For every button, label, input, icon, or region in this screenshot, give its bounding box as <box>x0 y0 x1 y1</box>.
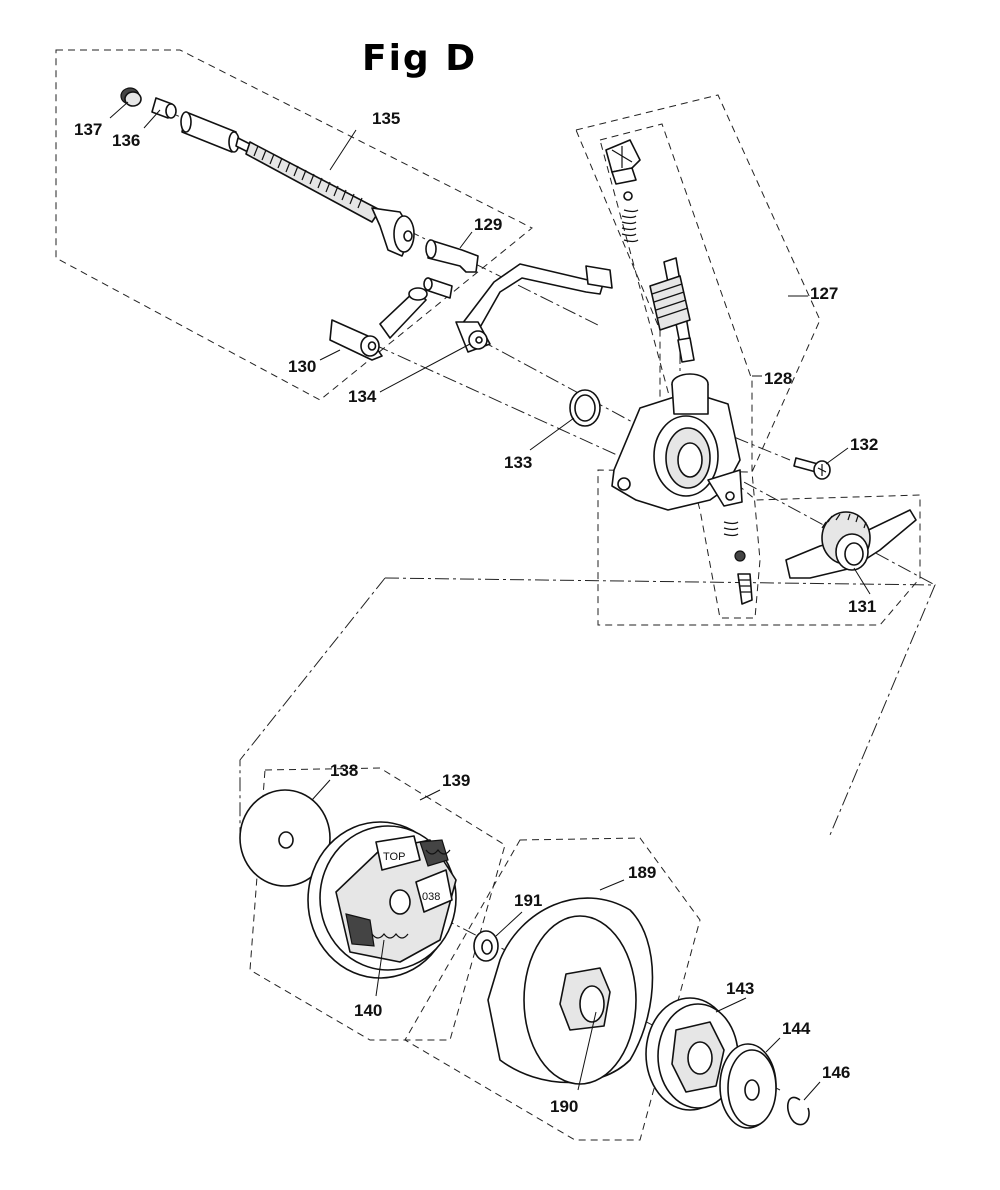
axis-frame-right <box>384 577 936 836</box>
part-135-worm-shaft <box>180 111 415 257</box>
label-144: 144 <box>782 1019 811 1038</box>
label-129: 129 <box>474 215 502 234</box>
label-134: 134 <box>348 387 377 406</box>
label-136: 136 <box>112 131 140 150</box>
part-128-pump-housing <box>611 373 743 511</box>
part-133-o-ring <box>569 389 601 427</box>
leader-lines <box>109 101 871 1101</box>
part-130-lever <box>329 287 428 361</box>
label-191: 191 <box>514 891 542 910</box>
figure-title: Fig D <box>362 38 477 79</box>
label-139: 139 <box>442 771 470 790</box>
label-135: 135 <box>372 109 400 128</box>
part-128-pump-cap <box>605 139 641 243</box>
label-137: 137 <box>74 120 102 139</box>
axis-132 <box>711 427 791 461</box>
group-boundaries <box>55 49 921 1141</box>
part-131-gear-plate <box>785 509 917 579</box>
part-labels: 137 136 135 129 130 134 133 127 128 132 … <box>74 109 878 1116</box>
part-143-sprocket <box>645 997 739 1111</box>
part-144-washer <box>719 1043 777 1129</box>
label-130: 130 <box>288 357 316 376</box>
part-191-washer <box>473 930 499 962</box>
part-132-screw <box>793 457 831 480</box>
label-133: 133 <box>504 453 532 472</box>
axis-frame-left <box>239 577 386 840</box>
part-128-valve <box>723 521 753 605</box>
part-129-fitting <box>423 239 479 299</box>
part-137-cap <box>120 87 142 107</box>
part-139-clutch: TOP 038 <box>307 821 457 979</box>
group-135-boundary <box>55 49 533 401</box>
label-127: 127 <box>810 284 838 303</box>
label-189: 189 <box>628 863 656 882</box>
label-128: 128 <box>764 369 792 388</box>
part-146-e-clip <box>787 1096 810 1126</box>
part-128-pump-gear <box>649 257 695 363</box>
part-138-washer <box>239 789 331 887</box>
stamp-code: 038 <box>422 891 440 903</box>
label-143: 143 <box>726 979 754 998</box>
label-138: 138 <box>330 761 358 780</box>
label-131: 131 <box>848 597 876 616</box>
label-146: 146 <box>822 1063 850 1082</box>
label-190: 190 <box>550 1097 578 1116</box>
axis-130 <box>374 344 651 471</box>
label-132: 132 <box>850 435 878 454</box>
part-134-oil-tube <box>455 263 613 353</box>
stamp-top: TOP <box>383 851 405 863</box>
part-189-clutch-drum <box>487 897 654 1085</box>
parts: TOP 038 <box>120 87 917 1129</box>
label-140: 140 <box>354 1001 382 1020</box>
group-189-boundary <box>404 837 701 1141</box>
